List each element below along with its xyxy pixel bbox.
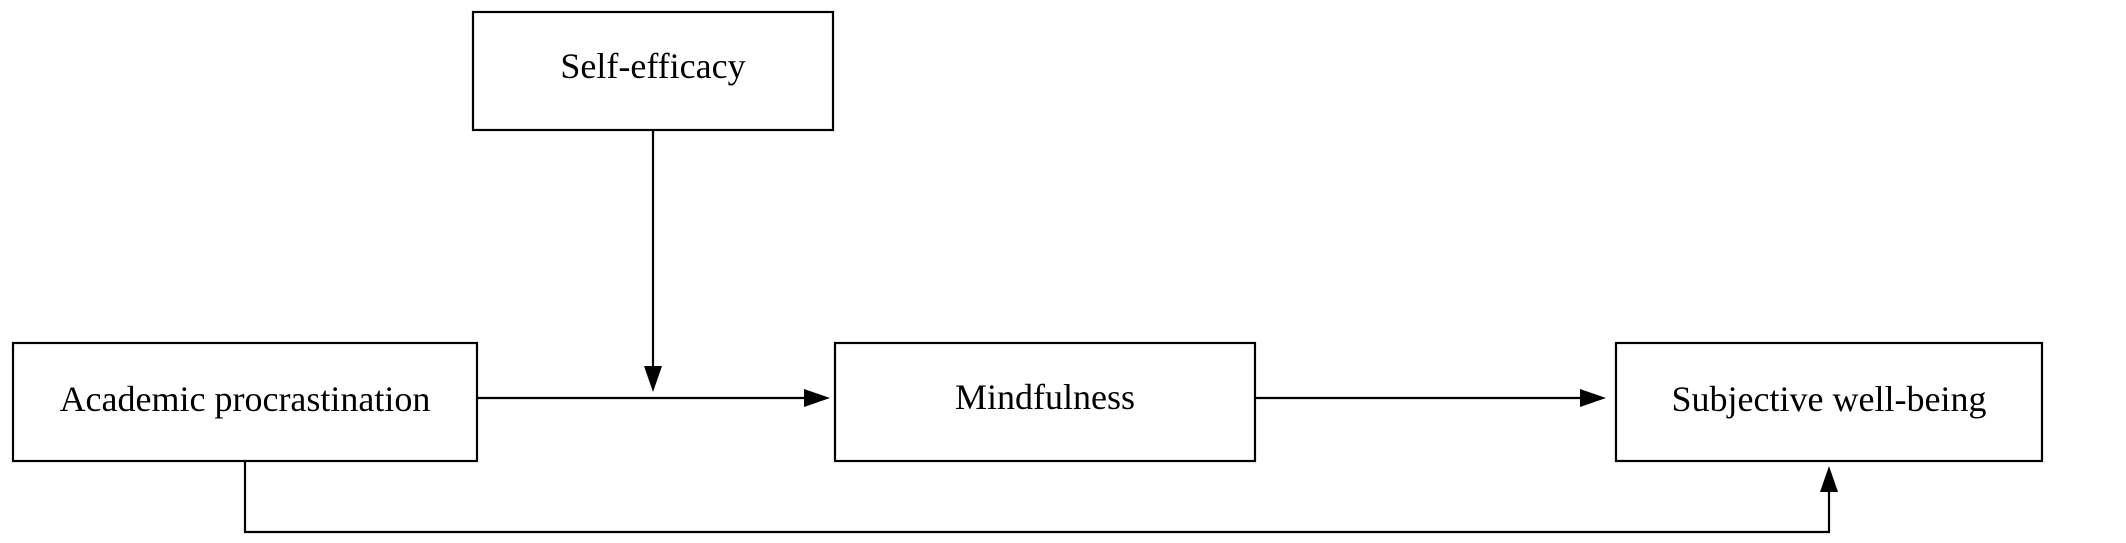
edge-self-efficacy-arrowhead <box>644 366 662 392</box>
node-self-efficacy-label: Self-efficacy <box>560 46 745 86</box>
edge-procrastination-mindfulness-arrowhead <box>804 389 830 407</box>
node-self-efficacy: Self-efficacy <box>471 10 835 132</box>
node-academic-procrastination-box <box>11 341 479 463</box>
node-subjective-well-being-label: Subjective well-being <box>1672 379 1987 419</box>
edge-procrastination-well-being-arrowhead <box>1820 466 1838 492</box>
edge-procrastination-to-mindfulness <box>477 389 830 407</box>
edge-procrastination-to-well-being <box>243 461 1838 534</box>
edge-mindfulness-well-being-arrowhead <box>1580 389 1606 407</box>
node-mindfulness-label: Mindfulness <box>955 377 1135 417</box>
edge-self-efficacy-moderation <box>644 130 662 392</box>
node-academic-procrastination-label: Academic procrastination <box>60 379 431 419</box>
node-mindfulness: Mindfulness <box>833 341 1257 463</box>
edge-procrastination-well-being-line <box>243 461 1831 534</box>
node-academic-procrastination: Academic procrastination <box>11 341 479 463</box>
node-self-efficacy-box <box>471 10 835 132</box>
edge-mindfulness-to-well-being <box>1255 389 1606 407</box>
node-mindfulness-box <box>833 341 1257 463</box>
node-subjective-well-being: Subjective well-being <box>1614 341 2044 463</box>
node-subjective-well-being-box <box>1614 341 2044 463</box>
